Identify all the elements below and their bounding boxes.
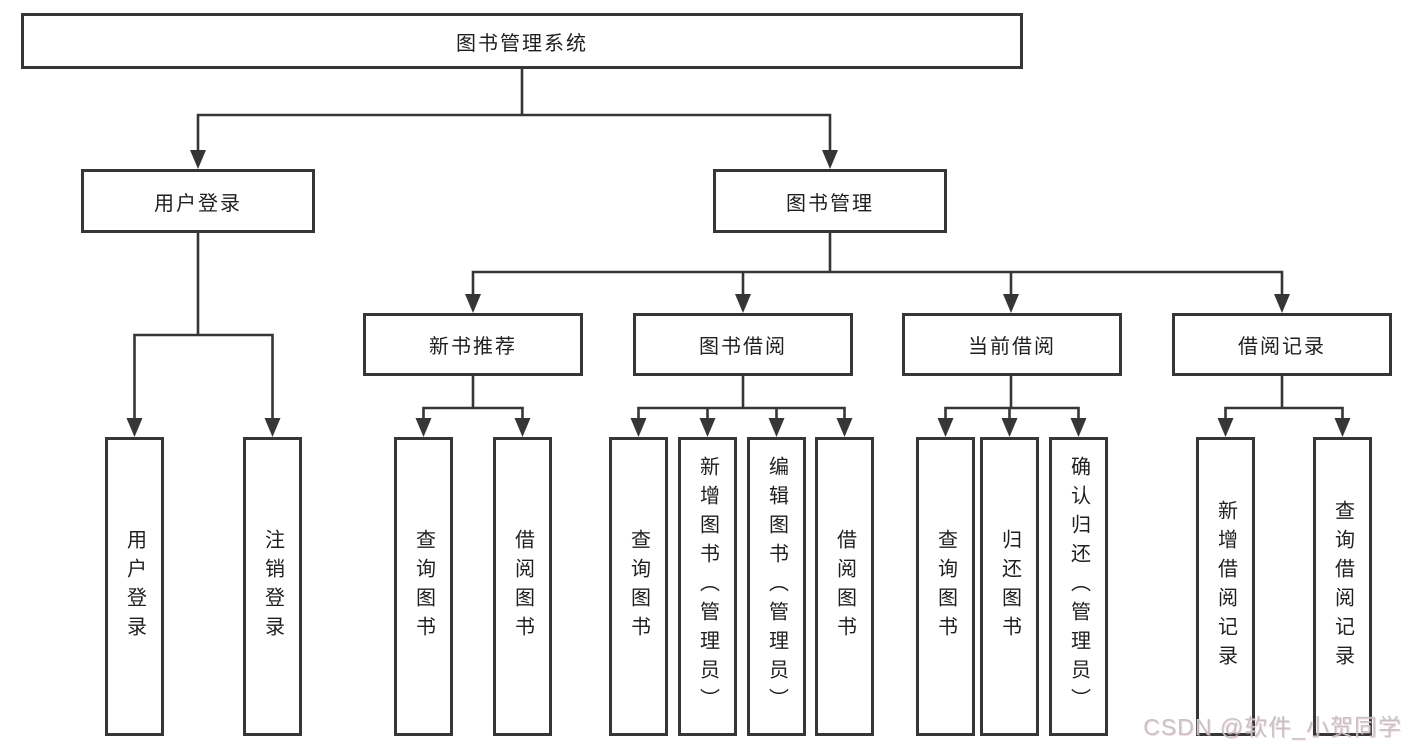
node-current-borrowing: 当前借阅	[902, 313, 1122, 376]
leaf-add-books-admin: 新增图书（管理员）	[678, 437, 737, 736]
connector-user-login-to-leaves	[126, 233, 281, 437]
node-book-borrowing: 图书借阅	[633, 313, 853, 376]
leaf-borrow-books-recommend: 借阅图书	[493, 437, 552, 736]
connector-book-borrowing-to-leaves	[630, 376, 853, 437]
leaf-add-borrow-record: 新增借阅记录	[1196, 437, 1255, 736]
node-new-book-recommend-label: 新书推荐	[429, 336, 517, 358]
node-borrowing-records: 借阅记录	[1172, 313, 1392, 376]
node-borrowing-records-label: 借阅记录	[1238, 336, 1326, 358]
node-new-book-recommend: 新书推荐	[363, 313, 583, 376]
connector-root-to-level2	[190, 69, 838, 169]
leaf-edit-books-admin: 编辑图书（管理员）	[747, 437, 806, 736]
connector-new-book-to-leaves	[415, 376, 531, 437]
node-root: 图书管理系统	[21, 13, 1023, 69]
connector-current-borrowing-to-leaves	[937, 376, 1087, 437]
node-current-borrowing-label: 当前借阅	[968, 336, 1056, 358]
leaf-return-books: 归还图书	[980, 437, 1039, 736]
leaf-query-books-recommend: 查询图书	[394, 437, 453, 736]
leaf-query-borrow-record: 查询借阅记录	[1313, 437, 1372, 736]
connector-book-management-to-level3	[465, 233, 1290, 313]
connector-borrowing-records-to-leaves	[1217, 376, 1351, 437]
node-book-borrowing-label: 图书借阅	[699, 336, 787, 358]
leaf-query-books-current: 查询图书	[916, 437, 975, 736]
leaf-confirm-return-admin: 确认归还（管理员）	[1049, 437, 1108, 736]
leaf-user-login: 用户登录	[105, 437, 164, 736]
node-root-label: 图书管理系统	[456, 32, 588, 55]
node-book-management-label: 图书管理	[786, 192, 874, 215]
leaf-query-books-borrowing: 查询图书	[609, 437, 668, 736]
node-user-login-label: 用户登录	[154, 192, 242, 215]
node-book-management: 图书管理	[713, 169, 947, 233]
node-user-login: 用户登录	[81, 169, 315, 233]
leaf-borrow-books: 借阅图书	[815, 437, 874, 736]
leaf-logout: 注销登录	[243, 437, 302, 736]
